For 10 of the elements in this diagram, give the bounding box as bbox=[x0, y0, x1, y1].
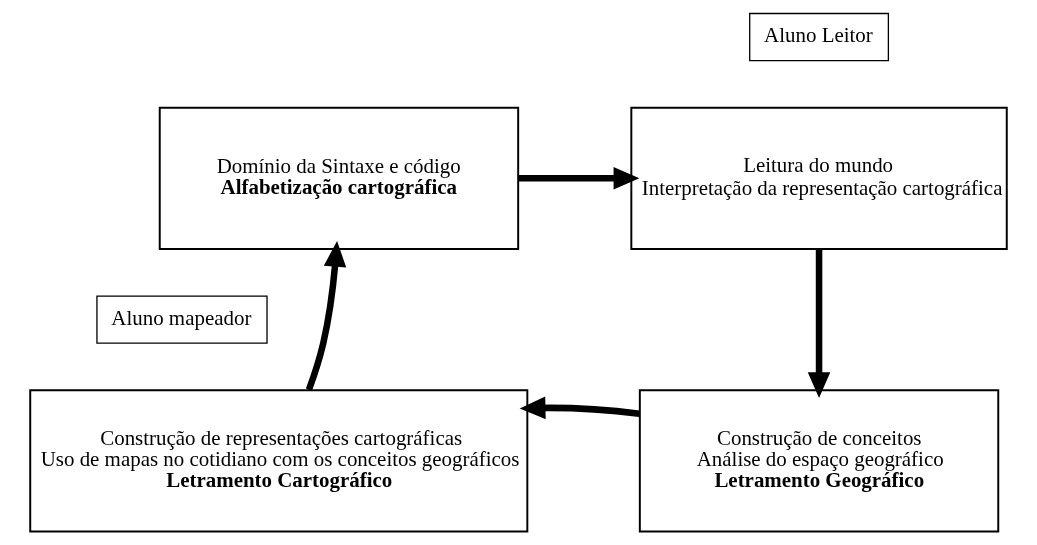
node-box: Aluno mapeador bbox=[96, 295, 268, 344]
arrow bbox=[519, 396, 640, 420]
node-box: Construção de representações cartográficas Uso de mapas no cotidiano com os conceitos geográficos Letramento Cartográfico bbox=[29, 389, 529, 533]
arrow bbox=[305, 240, 347, 391]
arrow bbox=[807, 249, 831, 399]
node-box: Domínio da Sintaxe e código Alfabetização cartográfica bbox=[158, 106, 520, 250]
arrow bbox=[518, 167, 640, 190]
node-box: Construção de conceitos Análise do espaço geográfico Letramento Geográfico bbox=[638, 389, 1000, 533]
node-box: Leitura do mundo Interpretação da representação cartográfica bbox=[630, 106, 1008, 250]
node-box: Aluno Leitor bbox=[749, 12, 890, 62]
